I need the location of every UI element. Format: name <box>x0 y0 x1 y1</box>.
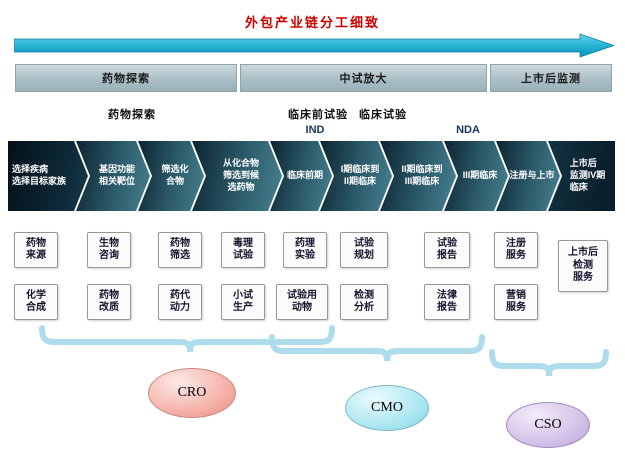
service-box-pilot-production: 小试 生产 <box>221 284 265 320</box>
service-box-bio-consulting: 生物 咨询 <box>87 232 131 268</box>
service-box-marketing: 营销 服务 <box>494 284 538 320</box>
phase-label: 中试放大 <box>339 73 388 85</box>
phase-box-pilot: 中试放大 <box>240 64 487 92</box>
group-cmo-ellipse: CMO <box>345 385 429 431</box>
group-cso-ellipse: CSO <box>506 402 590 448</box>
cso-brace-icon <box>489 349 609 377</box>
cmo-brace-icon <box>269 334 485 362</box>
group-cso-label: CSO <box>534 417 562 432</box>
phase-label: 上市后监测 <box>521 73 581 85</box>
service-box-pharmacokinetics: 药代 动力 <box>158 284 202 320</box>
service-box-drug-screening: 药物 筛选 <box>158 232 202 268</box>
pipeline-stage-candidate: 从化合物 筛选到候 选药物 <box>192 141 282 211</box>
milestone-nda: NDA <box>456 124 480 136</box>
phase-label: 药物探索 <box>102 73 150 85</box>
service-box-registration: 注册 服务 <box>494 232 538 268</box>
stage-label-discovery: 药物探索 <box>108 109 156 121</box>
service-box-legal-report: 法律 报告 <box>424 284 470 320</box>
group-cmo-label: CMO <box>371 400 403 415</box>
page-title: 外包产业链分工细致 <box>244 15 380 30</box>
pipeline-stage-target-selection: 选择疾病 选择目标家族 <box>8 141 88 211</box>
service-box-pharmacology: 药理 实验 <box>283 232 327 268</box>
cro-brace-icon <box>39 325 335 353</box>
stage-label-clinical: 临床试验 <box>359 109 407 121</box>
milestone-ind: IND <box>305 124 325 136</box>
phase-box-discovery: 药物探索 <box>15 64 237 92</box>
service-box-toxicology: 毒理 试验 <box>221 232 265 268</box>
service-box-testing-analysis: 检测 分析 <box>340 284 388 320</box>
group-cro-label: CRO <box>177 385 207 400</box>
stage-label-preclinical: 临床前试验 <box>288 109 348 121</box>
service-box-drug-source: 药物 来源 <box>14 232 58 268</box>
group-cro-ellipse: CRO <box>148 368 236 418</box>
service-box-chem-synthesis: 化学 合成 <box>14 284 58 320</box>
pipeline-band: 选择疾病 选择目标家族 基因功能 相关靶位 筛选化 合物 从化合物 筛选到候 选… <box>8 141 615 211</box>
service-box-trial-planning: 试验 规划 <box>340 232 388 268</box>
timeline-arrow-icon <box>14 33 614 58</box>
phase-box-postmarket: 上市后监测 <box>490 64 612 92</box>
service-box-trial-report: 试验 报告 <box>424 232 470 268</box>
service-box-drug-modification: 药物 改质 <box>87 284 131 320</box>
service-box-test-animals: 试验用 动物 <box>276 284 328 320</box>
service-box-postmarket-testing: 上市后 检测 服务 <box>558 240 608 292</box>
